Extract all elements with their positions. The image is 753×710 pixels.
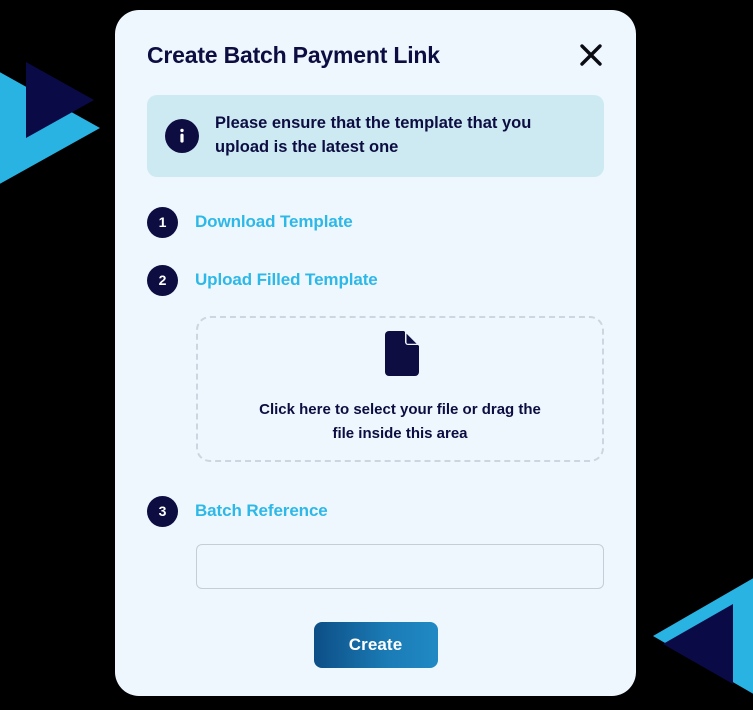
batch-reference-section: 3 Batch Reference: [115, 495, 636, 527]
step-batch-reference: 3 Batch Reference: [147, 495, 604, 527]
step-number-badge: 3: [147, 495, 178, 527]
create-button[interactable]: Create: [313, 621, 438, 668]
info-banner-text: Please ensure that the template that you…: [215, 114, 532, 156]
modal-header: Create Batch Payment Link: [115, 10, 636, 70]
batch-reference-label: Batch Reference: [195, 501, 328, 521]
batch-reference-input[interactable]: [196, 543, 604, 589]
arrow-decoration-right: [653, 578, 753, 694]
modal-footer: Create: [115, 621, 636, 668]
file-dropzone[interactable]: Click here to select your file or drag t…: [196, 315, 604, 462]
create-batch-payment-link-modal: Create Batch Payment Link Please ensure …: [115, 10, 636, 696]
close-icon: [580, 44, 602, 66]
close-button[interactable]: [576, 40, 606, 70]
download-template-link[interactable]: Download Template: [195, 212, 353, 232]
dropzone-instruction-text: Click here to select your file or drag t…: [259, 401, 541, 443]
steps-list: 1 Download Template 2 Upload Filled Temp…: [115, 206, 636, 296]
upload-filled-template-label: Upload Filled Template: [195, 270, 378, 290]
info-icon: [165, 118, 199, 153]
step-number-badge: 2: [147, 264, 178, 296]
page-title: Create Batch Payment Link: [147, 41, 440, 68]
info-banner: Please ensure that the template that you…: [147, 95, 604, 177]
file-document-icon: [382, 331, 419, 381]
step-download-template[interactable]: 1 Download Template: [147, 206, 604, 238]
step-upload-filled-template: 2 Upload Filled Template: [147, 264, 604, 296]
step-number-badge: 1: [147, 206, 178, 238]
arrow-decoration-left: [0, 62, 100, 184]
